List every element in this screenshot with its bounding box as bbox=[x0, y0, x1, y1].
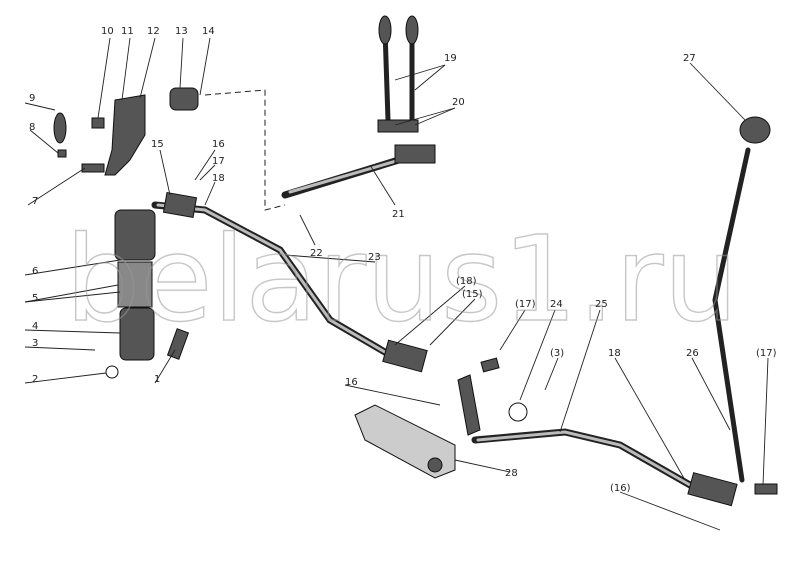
label-15: 15 bbox=[151, 139, 164, 150]
label-2: 2 bbox=[32, 374, 38, 385]
label-20: 20 bbox=[452, 97, 465, 108]
label-6: 6 bbox=[32, 266, 38, 277]
label-3: 3 bbox=[32, 338, 38, 349]
spring-5 bbox=[117, 261, 153, 308]
cylinder-4 bbox=[119, 307, 155, 361]
label-1: 1 bbox=[154, 374, 160, 385]
label-18-ref: (18) bbox=[456, 276, 477, 287]
label-17: 17 bbox=[212, 156, 225, 167]
leader-lines bbox=[24, 37, 769, 531]
label-21: 21 bbox=[392, 209, 405, 220]
label-27: 27 bbox=[683, 53, 696, 64]
part-labels: 10 11 12 13 14 9 8 7 15 16 17 18 6 5 4 3… bbox=[29, 26, 777, 494]
label-24: 24 bbox=[550, 299, 563, 310]
label-22: 22 bbox=[310, 248, 323, 259]
label-18: 18 bbox=[212, 173, 225, 184]
label-16-ref: (16) bbox=[610, 483, 631, 494]
label-16-lower: 16 bbox=[345, 377, 358, 388]
label-11: 11 bbox=[121, 26, 134, 37]
label-17-lever: (17) bbox=[756, 348, 777, 359]
label-16: 16 bbox=[212, 139, 225, 150]
label-23: 23 bbox=[368, 252, 381, 263]
label-19: 19 bbox=[444, 53, 457, 64]
parts-drawings bbox=[53, 15, 778, 507]
knob-27 bbox=[739, 116, 771, 144]
label-7: 7 bbox=[32, 196, 38, 207]
label-14: 14 bbox=[202, 26, 215, 37]
label-8: 8 bbox=[29, 122, 35, 133]
label-9: 9 bbox=[29, 93, 35, 104]
label-10: 10 bbox=[101, 26, 114, 37]
label-26: 26 bbox=[686, 348, 699, 359]
label-17-ref: (17) bbox=[515, 299, 536, 310]
label-5: 5 bbox=[32, 293, 38, 304]
fork-rod-left bbox=[382, 27, 391, 123]
shaft-head bbox=[394, 144, 436, 164]
label-12: 12 bbox=[147, 26, 160, 37]
label-4: 4 bbox=[32, 321, 38, 332]
label-18-lower: 18 bbox=[608, 348, 621, 359]
label-3-ref: (3) bbox=[550, 348, 564, 359]
label-13: 13 bbox=[175, 26, 188, 37]
label-28: 28 bbox=[505, 468, 518, 479]
label-15-ref: (15) bbox=[462, 289, 483, 300]
watermark: belarus1.ru bbox=[65, 210, 738, 348]
cylinder-6 bbox=[114, 209, 156, 261]
label-25: 25 bbox=[595, 299, 608, 310]
